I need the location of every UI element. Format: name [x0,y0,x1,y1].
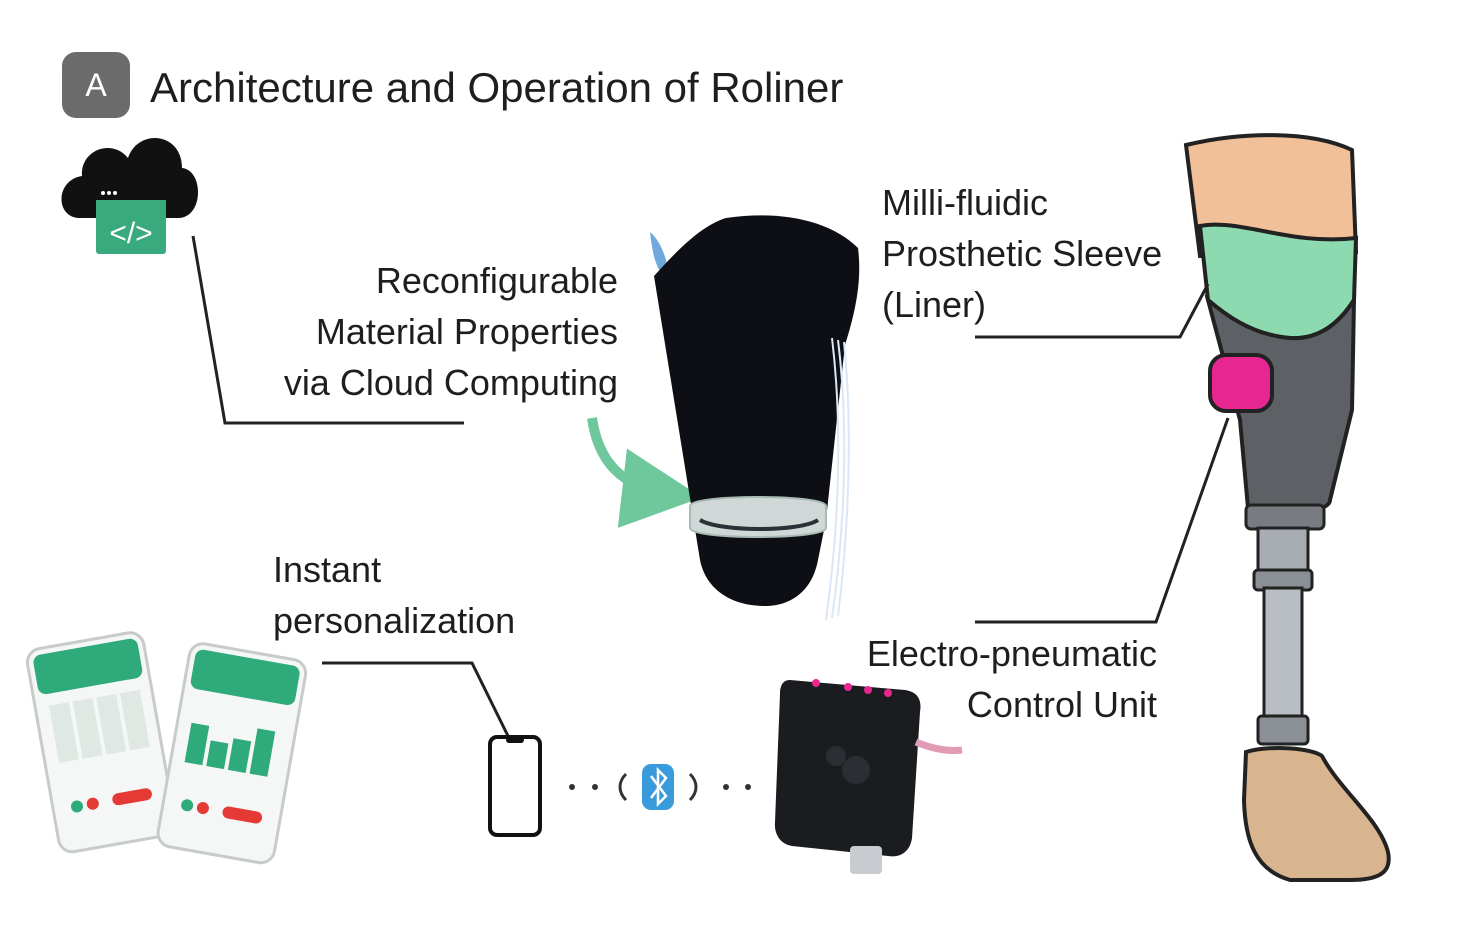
green-arrow [587,417,702,528]
sleeve-label-line-2: Prosthetic Sleeve [882,233,1163,274]
prosthetic-leg [1183,133,1391,882]
sleeve-label-line-1: Milli-fluidic [882,182,1049,223]
bluetooth-icon [642,764,674,810]
sleeve-connector-line [975,283,1210,339]
wireless-link [569,772,751,802]
sleeve-label: Milli-fluidic Prosthetic Sleeve (Liner) [882,177,1162,330]
liner-sleeve [650,215,860,621]
cloud-label-line-2: Material Properties [315,311,618,352]
control-label-line-1: Electro-pneumatic [866,633,1157,674]
app-connector-line [322,661,510,737]
sleeve-label-line-3: (Liner) [882,284,987,325]
cloud-code-icon: </> [61,137,199,254]
control-unit [774,679,963,874]
cloud-label: Reconfigurable Material Properties via C… [284,255,618,408]
app-label: Instant personalization [273,544,515,646]
cloud-label-line-1: Reconfigurable [375,260,618,301]
app-label-line-2: personalization [273,600,516,641]
control-connector-line [975,417,1230,624]
cloud-connector-line [191,235,464,425]
app-phone-mockups [25,631,308,865]
smartphone-icon [488,735,542,837]
figure-title: Architecture and Operation of Roliner [150,64,844,111]
svg-text:</>: </> [109,217,152,250]
control-label: Electro-pneumatic Control Unit [867,628,1157,730]
app-label-line-1: Instant [273,549,382,590]
cloud-label-line-3: via Cloud Computing [283,362,618,403]
control-label-line-2: Control Unit [966,684,1157,725]
panel-badge: A [62,52,130,118]
